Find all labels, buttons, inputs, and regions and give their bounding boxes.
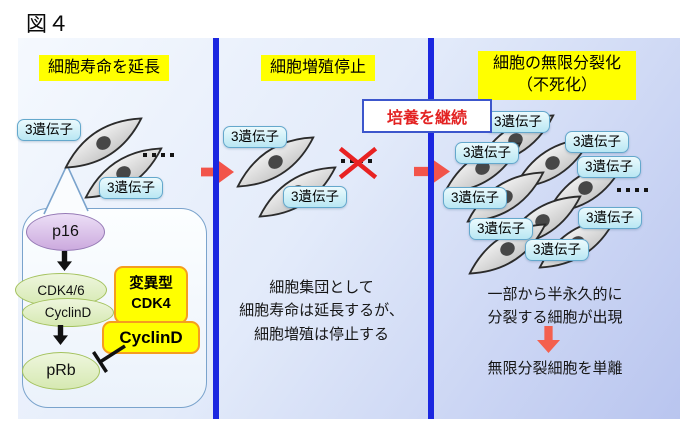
pathway-node-prb: pRb <box>22 352 100 390</box>
inhibition-tbar-icon <box>92 344 126 373</box>
panel-left-header: 細胞寿命を延長 <box>39 55 170 82</box>
panel-middle-header: 細胞増殖停止 <box>261 55 376 82</box>
gene-label: 3遺伝子 <box>99 177 164 200</box>
gene-label: 3遺伝子 <box>17 119 82 142</box>
gene-label: 3遺伝子 <box>578 207 643 230</box>
ellipsis-dots <box>143 153 174 157</box>
panel-right-header: 細胞の無限分裂化 （不死化） <box>478 51 636 100</box>
right-note: 一部から半永久的に 分裂する細胞が出現 <box>455 283 655 330</box>
cyclind-label: CyclinD <box>44 305 92 320</box>
spindle-cell-shape <box>64 117 143 169</box>
right-note-line2: 分裂する細胞が出現 <box>487 309 623 327</box>
right-note-line1: 一部から半永久的に <box>487 286 623 303</box>
gene-label: 3遺伝子 <box>223 126 288 149</box>
mutant-cyclind-label: CyclinD <box>119 327 183 347</box>
middle-note-line2: 細胞寿命は延長するが、 <box>239 302 404 320</box>
mutant-cdk4-box: 変異型 CDK4 <box>114 266 188 324</box>
gene-label: 3遺伝子 <box>565 131 630 154</box>
ellipsis-dots <box>617 188 648 192</box>
continue-culture-label: 培養を継続 <box>386 110 467 127</box>
panel-divider <box>213 38 219 419</box>
mutant-cdk4-line2: CDK4 <box>131 296 171 312</box>
panel-divider <box>428 38 434 419</box>
continue-culture-banner: 培養を継続 <box>362 99 492 133</box>
isolate-note: 無限分裂細胞を単離 <box>487 360 623 377</box>
gene-label: 3遺伝子 <box>283 186 348 209</box>
gene-label: 3遺伝子 <box>469 218 534 241</box>
panel-right-header-line2: （不死化） <box>516 77 597 95</box>
gene-label: 3遺伝子 <box>486 111 551 134</box>
gene-label: 3遺伝子 <box>455 142 520 165</box>
spindle-cell-shape <box>236 136 315 188</box>
p16-label: p16 <box>52 223 79 240</box>
gene-label: 3遺伝子 <box>443 187 508 210</box>
middle-note-line3: 細胞増殖は停止する <box>253 325 389 343</box>
middle-note-line1: 細胞集団として <box>269 279 374 296</box>
red-cross-icon <box>338 146 378 180</box>
pathway-node-p16: p16 <box>26 213 105 251</box>
figure-title: 図４ <box>26 13 70 36</box>
middle-note: 細胞集団として 細胞寿命は延長するが、 細胞増殖は停止する <box>229 276 414 346</box>
cdk46-label: CDK4/6 <box>37 282 85 298</box>
gene-label: 3遺伝子 <box>577 156 642 179</box>
mutant-cdk4-line1: 変異型 <box>129 276 173 293</box>
panel-right-header-line1: 細胞の無限分裂化 <box>492 55 621 72</box>
prb-label: pRb <box>46 362 76 379</box>
pathway-node-cyclind: CyclinD <box>22 298 114 327</box>
gene-label: 3遺伝子 <box>525 239 590 262</box>
